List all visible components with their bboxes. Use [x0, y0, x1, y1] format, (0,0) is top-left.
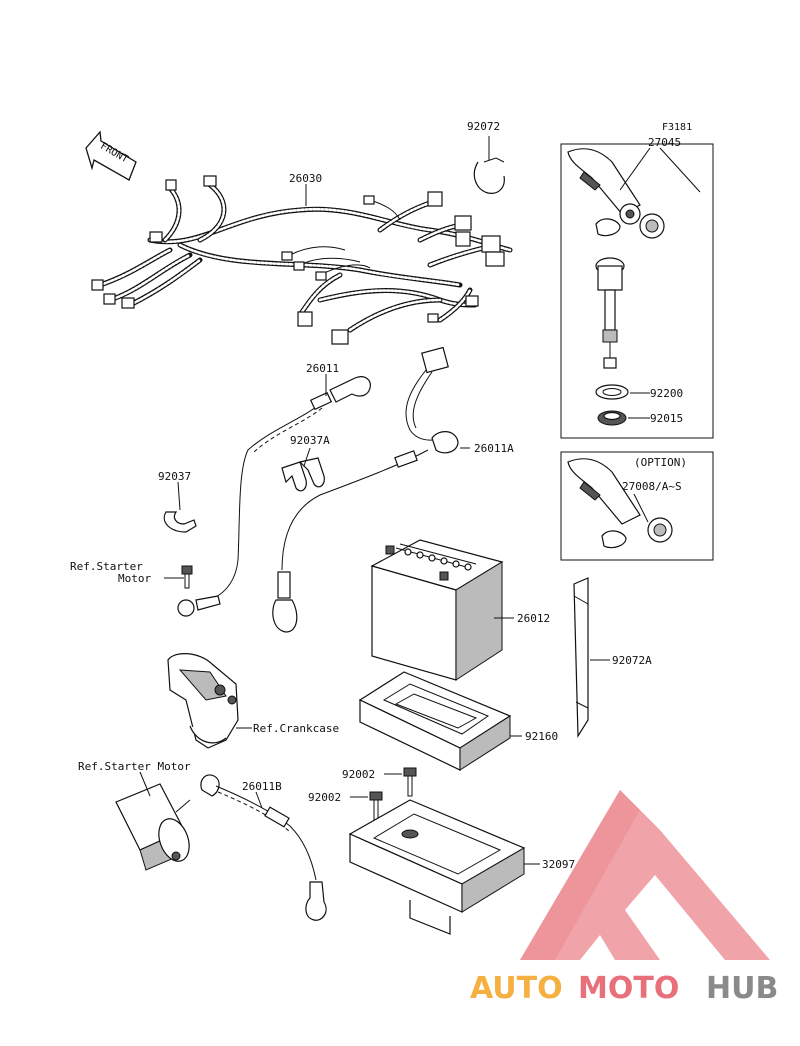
- callout-26012: 26012: [517, 612, 550, 625]
- callout-26011A: 26011A: [474, 442, 514, 455]
- watermark-hub: HUB: [706, 971, 778, 1006]
- callout-92072A: 92072A: [612, 654, 652, 667]
- tray-92160-part: [358, 671, 512, 771]
- callout-26011: 26011: [306, 362, 339, 375]
- callout-option: (OPTION): [634, 456, 687, 469]
- option-key-part: [567, 458, 673, 549]
- starter-motor-part: [115, 783, 191, 871]
- crankcase-bracket-part: [167, 653, 239, 749]
- callout-27045: 27045: [648, 136, 681, 149]
- cable-26011A-part: [272, 346, 459, 633]
- clamp-92072-part: [473, 157, 505, 194]
- cable-26011B-part: [200, 774, 327, 921]
- callout-92072: 92072: [467, 120, 500, 133]
- leader-lines: [139, 136, 701, 865]
- ignition-switch-box: [560, 143, 714, 439]
- ring-92200-part: [595, 384, 629, 400]
- bolt-starter-part: [181, 565, 193, 589]
- watermark-triangle-icon: [520, 790, 770, 960]
- callout-92037: 92037: [158, 470, 191, 483]
- callout-ref-crankcase: Ref.Crankcase: [253, 722, 339, 735]
- callout-92015: 92015: [650, 412, 683, 425]
- diagram-code: F3181: [662, 122, 692, 133]
- ignition-key-part: [567, 148, 665, 239]
- front-arrow-icon: FRONT: [85, 130, 137, 181]
- callout-ref-starter-line1: Ref.Starter: [70, 560, 143, 573]
- callout-32097: 32097: [542, 858, 575, 871]
- battery-26012-part: [370, 539, 504, 681]
- cable-26011-part: [177, 376, 371, 617]
- main-harness-part: [91, 175, 513, 345]
- watermark-moto: MOTO: [578, 971, 679, 1006]
- clamp-92037-part: [163, 511, 197, 533]
- case-32097-part: [348, 799, 526, 935]
- callout-ref-starter-line2: Motor: [118, 572, 151, 585]
- callout-92200: 92200: [650, 387, 683, 400]
- band-92072A-part: [573, 577, 589, 739]
- callout-92002-upper: 92002: [342, 768, 375, 781]
- nut-92015-part: [597, 410, 627, 426]
- ignition-switch-body-part: [595, 257, 625, 369]
- callout-26030: 26030: [289, 172, 322, 185]
- callout-26011B: 26011B: [242, 780, 282, 793]
- option-switch-box: [560, 451, 714, 561]
- callout-92002-lower: 92002: [308, 791, 341, 804]
- callout-92160: 92160: [525, 730, 558, 743]
- watermark-auto: AUTO: [470, 971, 563, 1006]
- callout-27008: 27008/A~S: [622, 480, 682, 493]
- clamp-92037A-part: [281, 457, 325, 492]
- callout-92037A: 92037A: [290, 434, 330, 447]
- watermark-logo: [520, 790, 770, 960]
- callout-ref-starter-motor: Ref.Starter Motor: [78, 760, 191, 773]
